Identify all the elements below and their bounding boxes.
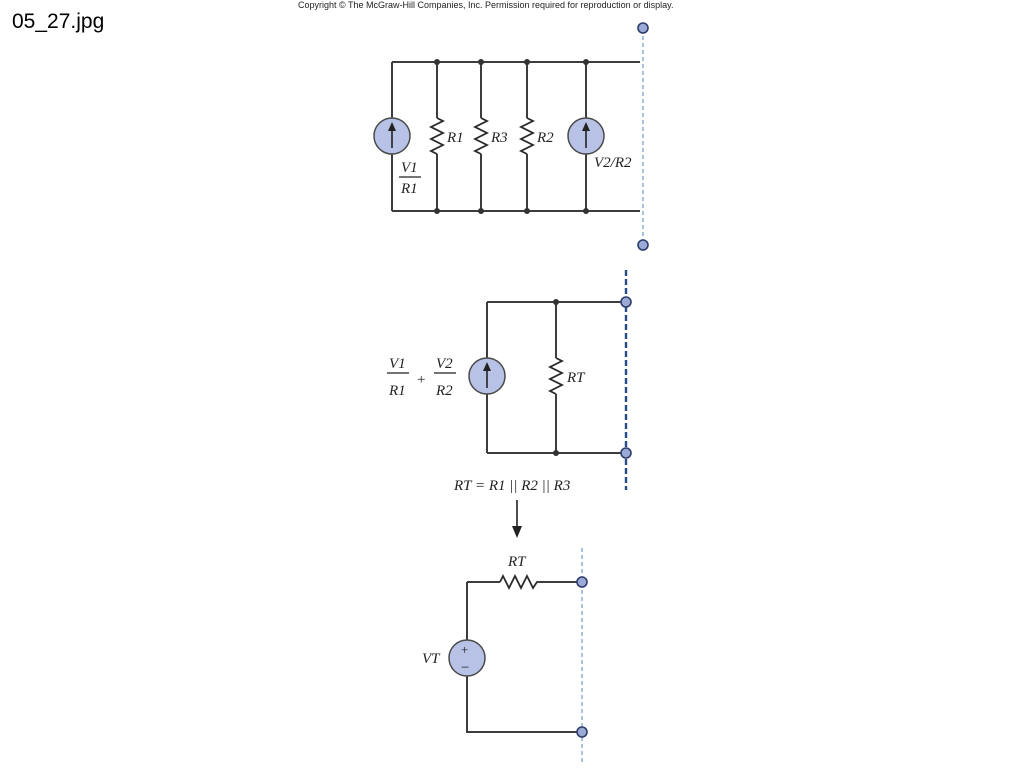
bot-wire-left: [466, 582, 578, 733]
label-vt: VT: [422, 651, 441, 667]
voltage-source-vt: [448, 639, 486, 677]
current-source-left-arrowhead: [388, 122, 396, 131]
resistor-r3: [472, 117, 490, 155]
label-r3: R3: [490, 130, 508, 146]
node: [583, 208, 589, 214]
current-source-right-arrowhead: [582, 122, 590, 131]
bottom-circuit: + − RT VT: [422, 548, 588, 765]
node: [583, 59, 589, 65]
terminal-top-b: [637, 239, 649, 251]
terminal-bot-b: [576, 726, 588, 738]
resistor-r2: [518, 117, 536, 155]
voltage-source-minus-sign: −: [461, 660, 469, 676]
label-equation: RT = R1 || R2 || R3: [453, 478, 570, 494]
terminal-mid-b: [620, 447, 632, 459]
down-arrow-head: [512, 526, 522, 538]
label-mid-term1-denominator: R1: [388, 383, 406, 399]
resistor-r1: [428, 117, 446, 155]
resistor-rt-bottom: [499, 573, 540, 591]
label-r1: R1: [446, 130, 464, 146]
node: [434, 208, 440, 214]
terminal-mid-a: [620, 296, 632, 308]
resistor-rt-middle: [547, 357, 565, 395]
label-source-left-denominator: R1: [400, 181, 418, 197]
terminal-top-a: [637, 22, 649, 34]
node: [553, 299, 559, 305]
node: [434, 59, 440, 65]
current-source-middle-arrowhead: [483, 362, 491, 371]
label-mid-term2-denominator: R2: [435, 383, 453, 399]
label-rt-middle: RT: [566, 370, 586, 386]
terminal-bot-a: [576, 576, 588, 588]
top-circuit: R1 R3 R2 V1 R1 V2/R2: [373, 22, 649, 251]
label-mid-plus: +: [417, 372, 425, 388]
label-source-left-numerator: V1: [401, 160, 418, 176]
label-rt-bottom: RT: [507, 554, 527, 570]
copyright-notice: Copyright © The McGraw-Hill Companies, I…: [298, 0, 674, 10]
node: [478, 208, 484, 214]
middle-circuit: V1 R1 + V2 R2 RT RT = R1 || R2 || R3: [387, 270, 632, 538]
node: [524, 208, 530, 214]
label-source-right: V2/R2: [594, 155, 632, 171]
node: [553, 450, 559, 456]
voltage-source-plus-sign: +: [461, 642, 468, 657]
slide-title: 05_27.jpg: [12, 10, 105, 33]
label-mid-term1-numerator: V1: [389, 356, 406, 372]
node: [478, 59, 484, 65]
label-r2: R2: [536, 130, 554, 146]
node: [524, 59, 530, 65]
label-mid-term2-numerator: V2: [436, 356, 453, 372]
